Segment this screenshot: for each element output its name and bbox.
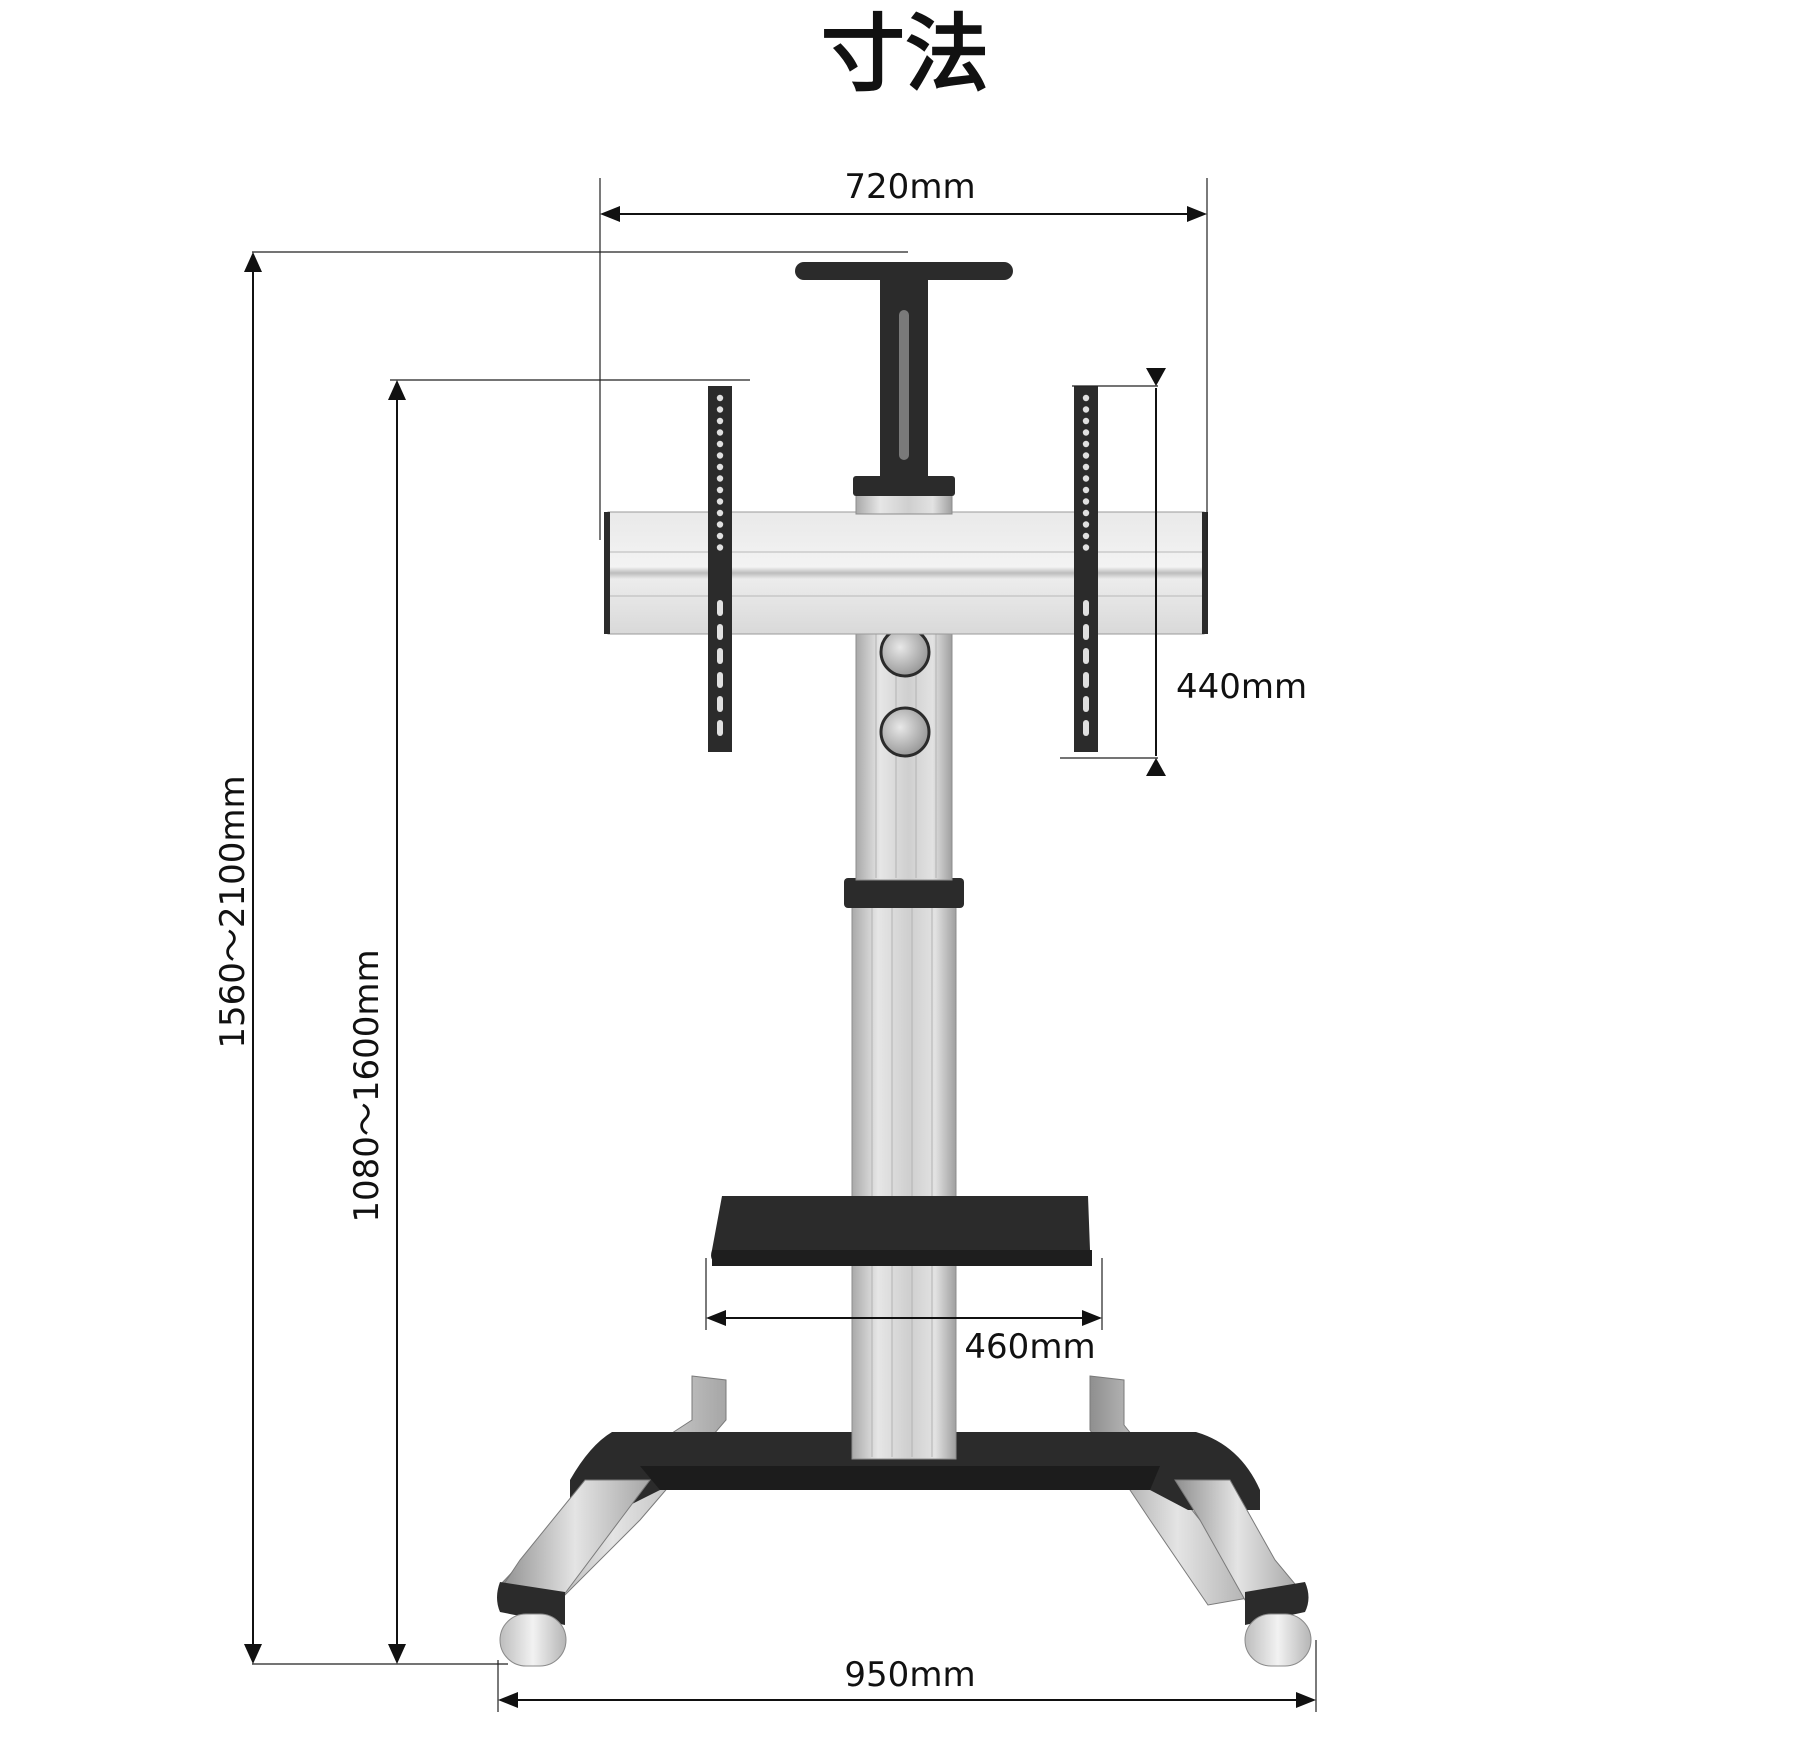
bracket-slot (1083, 648, 1089, 664)
adjustment-knob-lower (879, 706, 931, 758)
bracket-hole (1082, 532, 1090, 540)
camera-mount-slot (899, 310, 909, 460)
bracket-hole (1082, 394, 1090, 402)
dimension-label-bracket-center-height: 1080～1600mm (347, 949, 387, 1222)
dimension-label-top-width: 720mm (844, 167, 975, 207)
media-shelf (711, 1196, 1091, 1264)
bracket-hole (716, 394, 724, 402)
bracket-hole (1082, 544, 1090, 551)
bracket-slot (1083, 696, 1089, 712)
column-collar (844, 878, 964, 908)
bracket-holes (716, 394, 1090, 736)
bracket-hole (1082, 452, 1090, 459)
base-crossbar-shadow (640, 1466, 1160, 1490)
bracket-hole (716, 498, 724, 505)
bracket-hole (1082, 498, 1090, 505)
bracket-hole (1082, 475, 1090, 482)
rail-end-cap-left (604, 512, 610, 634)
dimension-label-shelf-width: 460mm (964, 1327, 1095, 1367)
lower-column-ridges (871, 906, 933, 1457)
lower-column (851, 903, 957, 1460)
leg-end-cap-right (1245, 1582, 1309, 1625)
bracket-hole (716, 544, 724, 551)
media-shelf-front (712, 1250, 1092, 1266)
dimension-bracket-center-height: 1080～1600mm (347, 379, 750, 1664)
bracket-hole (716, 486, 724, 494)
bracket-hole (1082, 440, 1090, 448)
rail-end-cap-right (1202, 512, 1208, 634)
bracket-slot (717, 696, 723, 712)
bracket-hole (716, 406, 724, 413)
dimension-top-width: 720mm (599, 167, 1208, 540)
bracket-slot (1083, 600, 1089, 616)
camera-mount-block (853, 476, 955, 496)
bracket-slot (717, 648, 723, 664)
bracket-hole (1082, 486, 1090, 494)
page-title: 寸法 (821, 5, 989, 103)
mounting-rail (607, 511, 1205, 635)
leg-end-cap-left (497, 1582, 565, 1625)
bracket-hole (716, 452, 724, 459)
bracket-hole (1082, 463, 1090, 471)
wheel-left (499, 1613, 567, 1667)
wheel-right (1244, 1613, 1312, 1667)
dimension-label-total-height: 1560～2100mm (213, 775, 253, 1048)
dimension-total-height: 1560～2100mm (213, 251, 908, 1665)
bracket-hole (1082, 406, 1090, 413)
bracket-slot (1083, 720, 1089, 736)
bracket-slot (1083, 624, 1089, 640)
tv-stand-illustration (497, 262, 1312, 1667)
dimension-label-base-width: 950mm (844, 1655, 975, 1695)
bracket-hole (716, 463, 724, 471)
dimension-shelf-width: 460mm (705, 1258, 1103, 1367)
base-crossbar (570, 1432, 1260, 1510)
bracket-hole (716, 521, 724, 528)
bracket-slot (717, 624, 723, 640)
dimension-base-width: 950mm (497, 1640, 1317, 1712)
adjustment-knob-upper (879, 626, 931, 678)
bracket-slot (717, 600, 723, 616)
bracket-hole (716, 509, 724, 517)
bracket-hole (716, 532, 724, 540)
camera-tray (795, 262, 1013, 280)
bracket-hole (1082, 429, 1090, 436)
bracket-slot (1083, 672, 1089, 688)
bracket-hole (1082, 521, 1090, 528)
bracket-hole (716, 429, 724, 436)
bracket-slot (717, 672, 723, 688)
bracket-hole (716, 475, 724, 482)
bracket-hole (716, 417, 724, 425)
dimension-label-bracket-height: 440mm (1176, 667, 1307, 707)
bracket-hole (1082, 417, 1090, 425)
bracket-hole (716, 440, 724, 448)
dimension-bracket-height: 440mm (1060, 368, 1307, 776)
bracket-slot (717, 720, 723, 736)
bracket-hole (1082, 509, 1090, 517)
